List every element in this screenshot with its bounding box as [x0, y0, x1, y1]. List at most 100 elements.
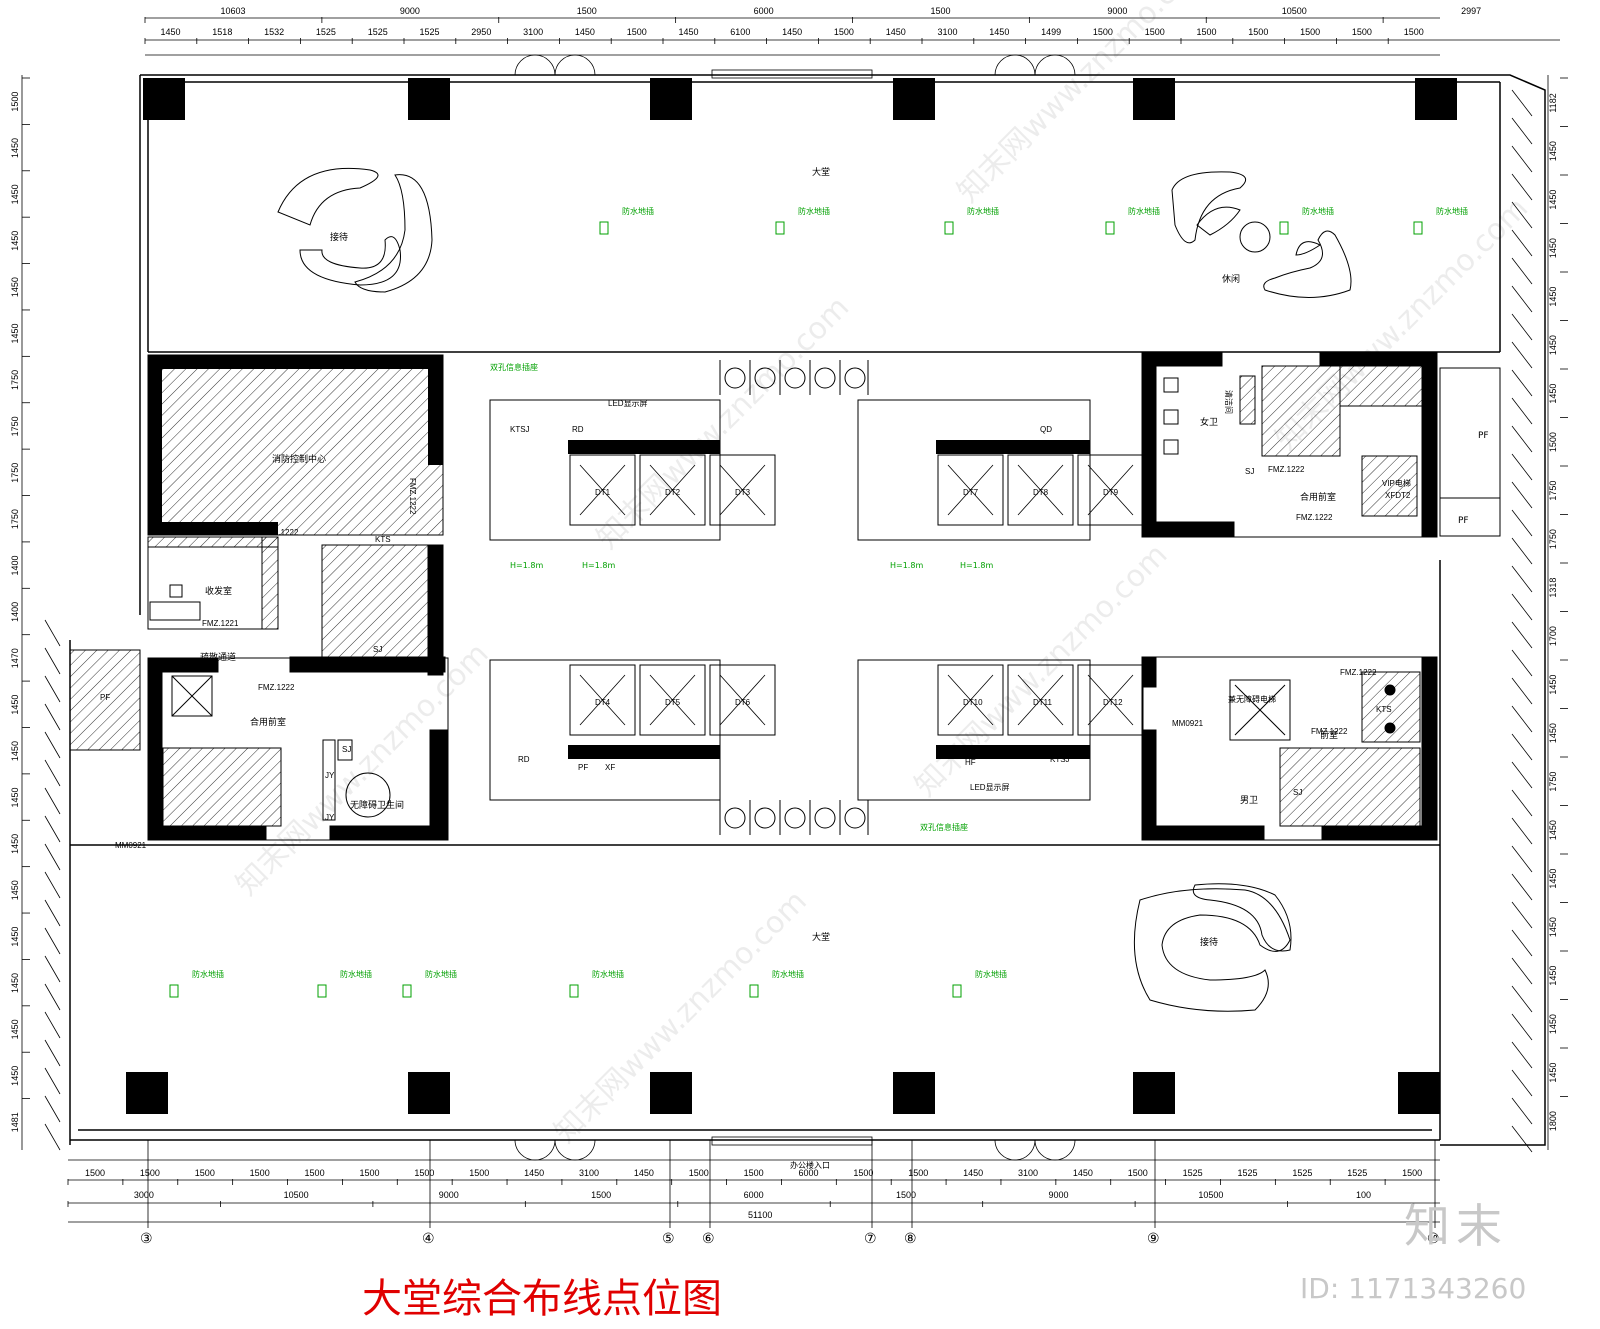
building-outline	[69, 74, 1546, 1146]
dimension-label: 1450	[782, 27, 802, 37]
dimension-label: 1500	[305, 1168, 325, 1178]
elevator-car	[937, 664, 1004, 736]
elevator-label: DT4	[595, 698, 611, 707]
floor-socket-label: 防水地插	[425, 969, 457, 979]
facade-fin	[1511, 1013, 1533, 1041]
turnstiles	[719, 360, 869, 835]
dimension-label: 1500	[1093, 27, 1113, 37]
elevator-bank-frame	[857, 659, 1091, 801]
left-lower-core	[69, 649, 449, 841]
facade-fin	[44, 731, 61, 759]
fire-control-label: 消防控制中心	[272, 453, 326, 465]
facade-fin	[1511, 229, 1533, 257]
column	[143, 78, 185, 120]
dimension-label: 1318	[1548, 578, 1558, 598]
floor-socket-label: 防水地插	[772, 969, 804, 979]
floor-socket-symbol	[952, 984, 962, 998]
shaft-tag: PF	[1478, 431, 1489, 441]
dimension-label: 1750	[1548, 481, 1558, 501]
dimension-label: 1450	[634, 1168, 654, 1178]
reception-label-top: 接待	[330, 231, 348, 243]
elevator-cross	[649, 674, 696, 726]
dimension-label: 6000	[744, 1190, 764, 1200]
facade-fin	[44, 955, 61, 983]
facade-fin	[1511, 1041, 1533, 1069]
dimension-label: 1500	[834, 27, 854, 37]
elevator-label: DT7	[963, 488, 979, 497]
axis-label: ⑥	[702, 1231, 715, 1247]
leisure-label: 休闲	[1222, 273, 1240, 285]
elevator-label: DT10	[963, 698, 983, 707]
dimension-label: 1750	[10, 463, 20, 483]
shaft-tag: RD	[572, 425, 584, 434]
dimension-label: 1532	[264, 27, 284, 37]
drawing-title: 大堂综合布线点位图	[362, 1276, 722, 1322]
facade-fin	[1511, 621, 1533, 649]
door-tag: FMZ.1222	[1296, 513, 1333, 522]
elevator-wall	[568, 440, 720, 454]
column	[1133, 1072, 1175, 1114]
floor-socket-label: 防水地插	[975, 969, 1007, 979]
shaft-tag: KTS	[1376, 705, 1392, 714]
dimension-label: 3100	[938, 27, 958, 37]
elevator-wall	[568, 745, 720, 759]
dimension-label: 1500	[359, 1168, 379, 1178]
curtain-wall-facade	[44, 89, 1533, 1153]
dimension-label: 1450	[10, 1019, 20, 1039]
dimension-label: 1525	[1347, 1168, 1367, 1178]
mail-room-label: 收发室	[205, 585, 232, 597]
dimension-label: 1450	[1548, 966, 1558, 986]
dimension-label: 1750	[10, 509, 20, 529]
facade-doors	[514, 54, 1076, 1161]
dimension-label: 1450	[10, 231, 20, 251]
dimension-label: 6000	[754, 6, 774, 16]
mail-room	[147, 536, 279, 630]
dimension-label: 1450	[10, 1066, 20, 1086]
watermark-text: 知末网www.znzmo.com	[590, 290, 856, 556]
dimension-label: 1500	[195, 1168, 215, 1178]
elevator-cross	[1087, 674, 1134, 726]
door-tag: MM1222	[1145, 468, 1154, 500]
facade-fin	[44, 675, 61, 703]
floor-socket-symbol	[569, 984, 579, 998]
dimension-label: 1182	[1548, 93, 1558, 112]
shaft-tag: SJ	[1245, 467, 1254, 476]
dimension-label: 1500	[140, 1168, 160, 1178]
facade-fin	[1511, 481, 1533, 509]
floor-socket-symbol	[599, 221, 609, 235]
structural-columns	[126, 78, 1457, 1114]
lobby-label-bottom: 大堂	[812, 931, 830, 943]
shaft-tag: KTSJ	[1050, 755, 1070, 764]
facade-fin	[1511, 453, 1533, 481]
dimension-label: 1500	[85, 1168, 105, 1178]
door-tag: FMZ.1222	[1340, 668, 1377, 677]
elevator-cross	[579, 464, 626, 516]
floor-socket-symbol	[317, 984, 327, 998]
facade-fin	[1511, 341, 1533, 369]
floor-socket-label: 防水地插	[1436, 206, 1468, 216]
column	[893, 78, 935, 120]
facade-fin	[44, 815, 61, 843]
elevator-label: DT12	[1103, 698, 1123, 707]
height-tag: H=1.8m	[960, 561, 993, 570]
front-room-label: 前室	[1320, 729, 1338, 741]
dimension-label: 1450	[10, 277, 20, 297]
dimension-label: 1450	[1548, 190, 1558, 210]
facade-fin	[44, 1123, 61, 1151]
dimension-label: 1500	[1128, 1168, 1148, 1178]
dimension-label: 1450	[1548, 675, 1558, 695]
dimension-label: 1500	[853, 1168, 873, 1178]
dimension-label: 1450	[10, 880, 20, 900]
elevator-car	[1007, 454, 1074, 526]
facade-fin	[1511, 761, 1533, 789]
facade-fin	[1511, 1125, 1533, 1153]
dimension-label: 1525	[1292, 1168, 1312, 1178]
elevator-car	[569, 454, 636, 526]
dimension-label: 1450	[1548, 723, 1558, 743]
column	[650, 1072, 692, 1114]
elevator-car	[937, 454, 1004, 526]
door-tag: MM0921	[115, 841, 147, 850]
